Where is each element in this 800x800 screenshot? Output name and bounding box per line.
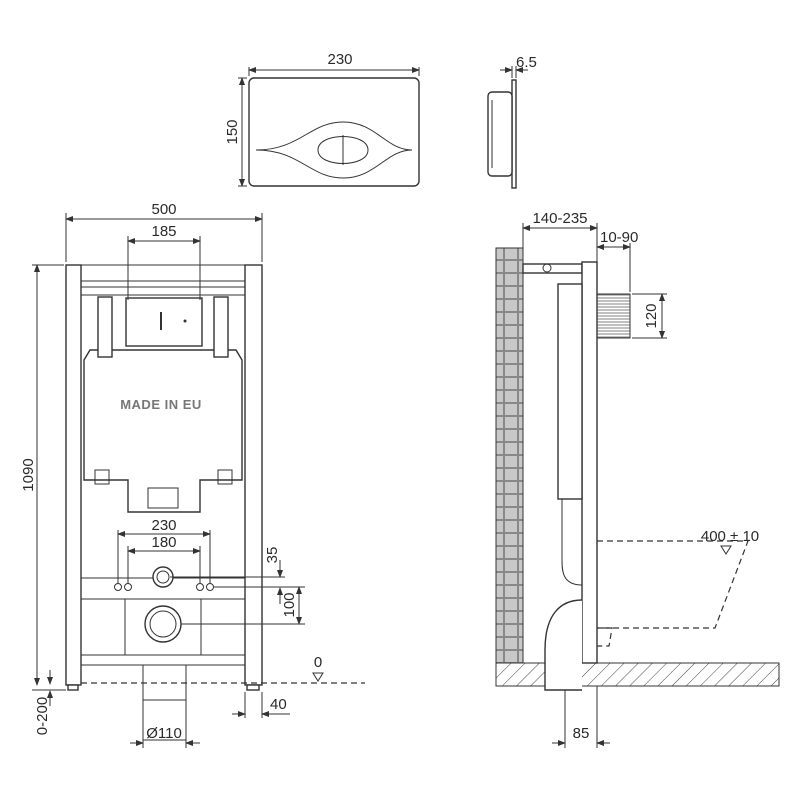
bowl-height-label: 400 ± 10 <box>701 528 759 545</box>
side-tank <box>557 283 583 500</box>
foot-width-label: 40 <box>270 696 287 713</box>
tank-embossed-text: MADE IN EU <box>120 397 202 412</box>
cistern-tank <box>83 349 243 513</box>
stud-outer-label: 230 <box>151 517 176 534</box>
drain-diameter-label: Ø110 <box>146 725 182 742</box>
flush-actuator <box>596 293 631 339</box>
stud-inner-label: 180 <box>151 534 176 551</box>
wall-gap-label: 140-235 <box>532 210 587 227</box>
frame-upright <box>581 261 598 664</box>
flush-opening <box>125 297 203 347</box>
brick-wall <box>495 247 524 664</box>
plate-depth-label: 6.5 <box>516 54 537 71</box>
frame-width-label: 500 <box>151 201 176 218</box>
inlet-offset-label: 35 <box>264 547 281 564</box>
front-view-dimensions: 500 185 1090 0-200 230 180 35 100 0 40 <box>20 201 365 748</box>
floor-level-label: 0 <box>314 654 322 671</box>
plate-height-label: 150 <box>224 119 241 144</box>
flush-plate-side: 6.5 <box>487 54 537 189</box>
side-view-dimensions: 140-235 10-90 120 400 ± 10 85 <box>522 210 759 748</box>
plate-width-label: 230 <box>327 51 352 68</box>
front-view-frame: MADE IN EU <box>65 264 263 741</box>
button-height-label: 120 <box>643 303 660 328</box>
wall-hung-bowl-outline <box>597 540 749 629</box>
flush-plate-front: 230 150 <box>224 51 420 187</box>
foot-adjust-label: 0-200 <box>34 697 51 735</box>
side-view <box>495 247 780 691</box>
drain-offset-label: 85 <box>573 725 590 742</box>
frame-height-label: 1090 <box>20 458 37 491</box>
level-marker-icon <box>312 672 324 682</box>
bowl-level-marker-icon <box>720 545 732 555</box>
plate-projection-label: 10-90 <box>600 229 638 246</box>
floor-slab <box>495 662 780 687</box>
outlet-offset-label: 100 <box>281 592 298 617</box>
opening-width-label: 185 <box>151 223 176 240</box>
